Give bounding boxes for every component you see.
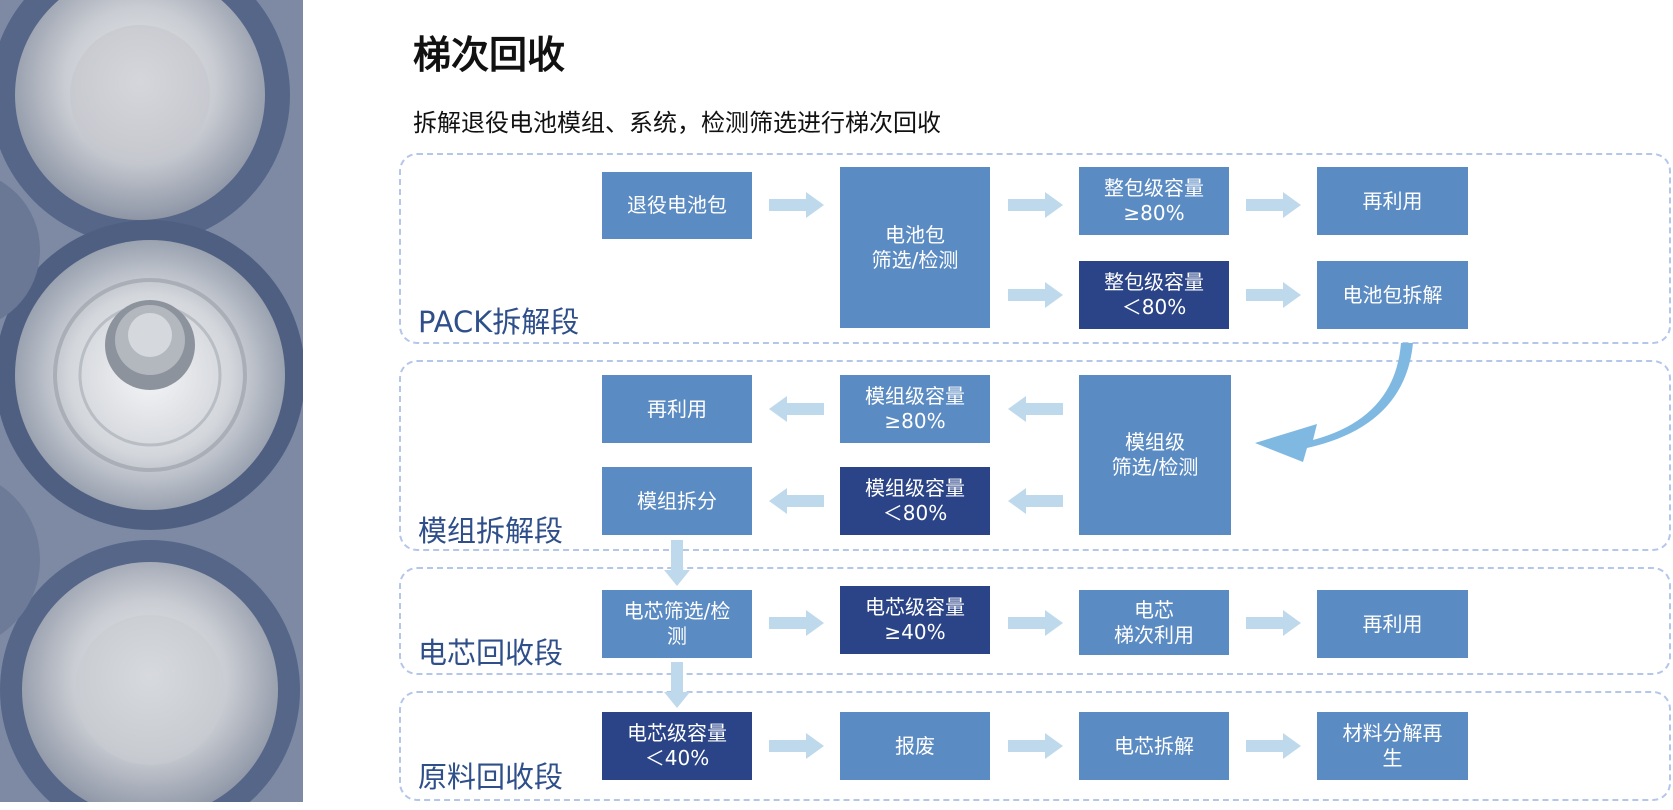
section-cell-label: 电芯回收段 [418,636,564,670]
page-subtitle: 拆解退役电池模组、系统，检测筛选进行梯次回收 [413,109,941,137]
arrow-left-icon [1008,396,1063,422]
scrap-box: 报废 [840,712,990,780]
arrow-right-icon [1246,282,1301,308]
retired-pack-box: 退役电池包 [602,172,752,239]
arrow-right-icon [1008,282,1063,308]
section-pack-label: PACK拆解段 [418,305,580,339]
cell-cascade-box: 电芯 梯次利用 [1079,590,1229,655]
battery-photo [0,0,303,802]
section-pack-frame [399,153,1671,344]
page-title: 梯次回收 [413,33,566,77]
arrow-right-icon [1246,192,1301,218]
pack-screen-box: 电池包 筛选/检测 [840,167,990,328]
pack-disassemble-box: 电池包拆解 [1317,261,1468,329]
module-split-box: 模组拆分 [602,467,752,535]
arrow-down-icon [664,662,690,708]
pack-capacity-high-box: 整包级容量 ≥80% [1079,167,1229,235]
module-capacity-high-box: 模组级容量 ≥80% [840,375,990,443]
curved-arrow-icon [1255,340,1415,465]
cell-disassemble-box: 电芯拆解 [1079,712,1229,780]
arrow-down-icon [664,540,690,586]
arrow-right-icon [1008,733,1063,759]
arrow-left-icon [769,488,824,514]
section-raw-label: 原料回收段 [418,760,564,794]
arrow-left-icon [1008,488,1063,514]
module-screen-box: 模组级 筛选/检测 [1079,375,1231,535]
arrow-left-icon [769,396,824,422]
arrow-right-icon [769,733,824,759]
arrow-right-icon [1246,610,1301,636]
cell-screen-box: 电芯筛选/检 测 [602,590,752,658]
pack-capacity-low-box: 整包级容量 ＜80% [1079,261,1229,329]
module-reuse-box: 再利用 [602,375,752,443]
section-module-frame [399,360,1671,551]
arrow-right-icon [1008,192,1063,218]
pack-reuse-box: 再利用 [1317,167,1468,235]
arrow-right-icon [1008,610,1063,636]
arrow-right-icon [769,610,824,636]
arrow-right-icon [769,192,824,218]
module-capacity-low-box: 模组级容量 ＜80% [840,467,990,535]
section-module-label: 模组拆解段 [418,514,564,548]
cell-capacity-low-box: 电芯级容量 ＜40% [602,712,752,780]
material-regen-box: 材料分解再 生 [1317,712,1468,780]
section-cell-frame [399,567,1671,675]
section-raw-frame [399,691,1671,801]
cell-reuse-box: 再利用 [1317,590,1468,658]
arrow-right-icon [1246,733,1301,759]
cell-capacity-high-box: 电芯级容量 ≥40% [840,586,990,654]
